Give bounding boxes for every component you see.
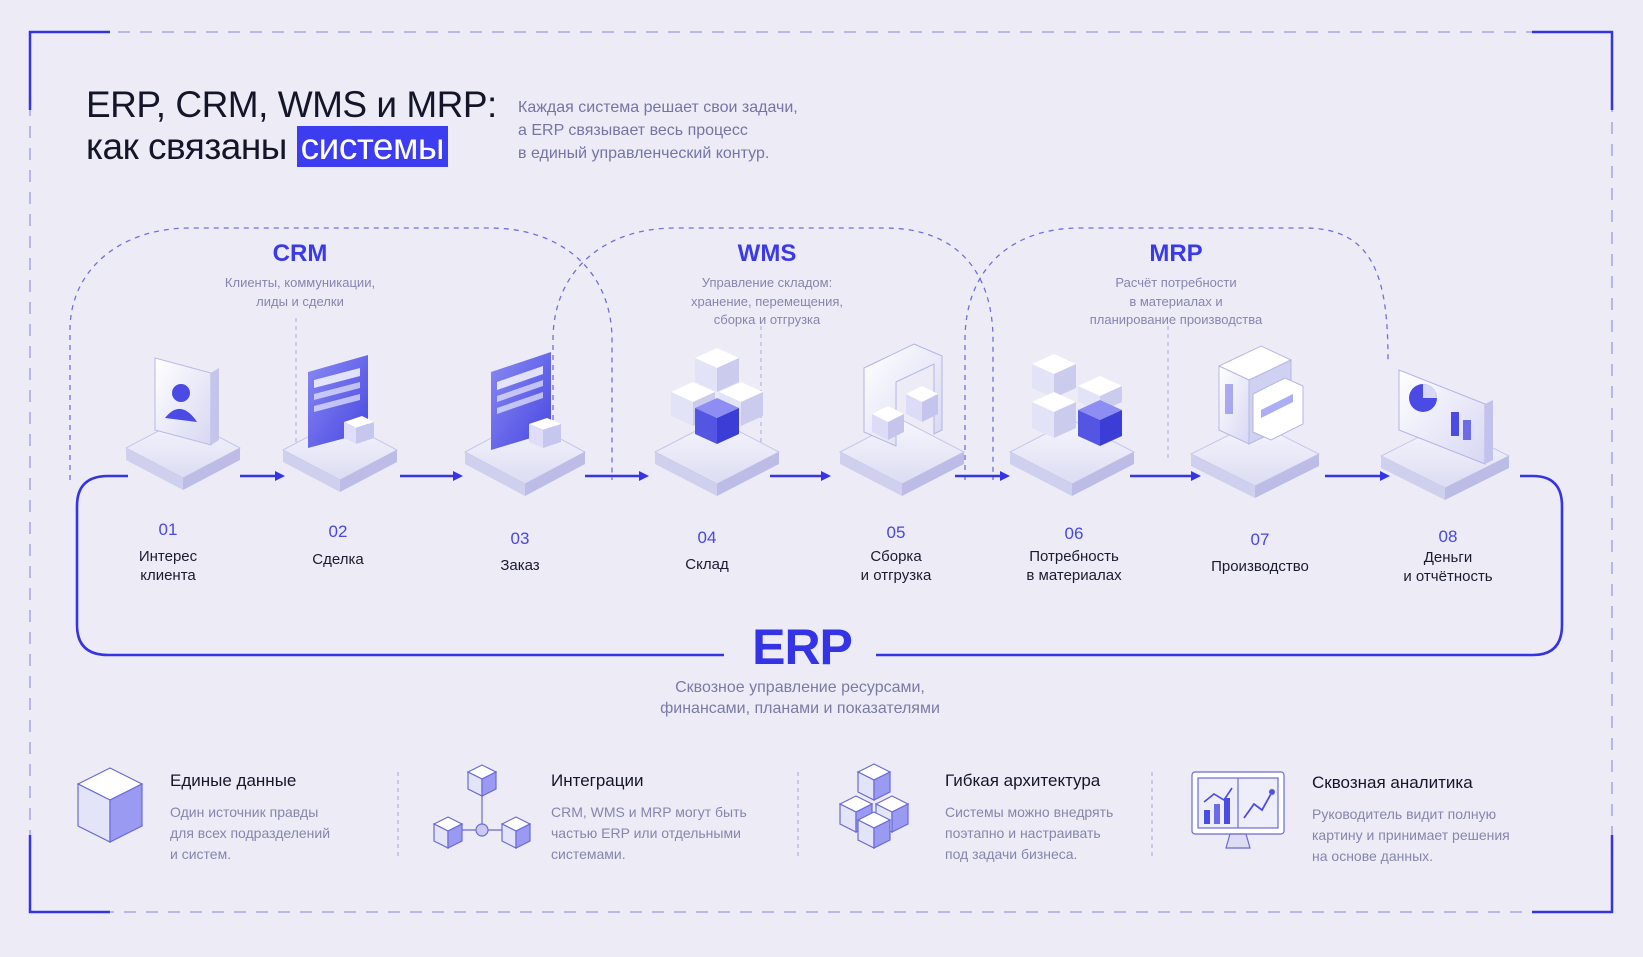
zone-desc-line: сборка и отгрузка [713,312,821,327]
zone-desc-mrp: Расчёт потребности в материалах и планир… [1066,274,1286,330]
step-label-line: Сборка [870,548,922,565]
feature-desc-line: поэтапно и настраивать [945,825,1101,841]
feature-desc-line: Руководитель видит полную [1312,806,1497,822]
step-label: Сделка [253,550,423,569]
integration-network-icon [432,764,532,849]
feature-title: Интеграции [551,771,644,790]
assembly-shipping-icon [838,343,966,496]
client-card-icon [124,357,242,490]
mrp-zone-boundary [964,227,1389,480]
feature-desc: Руководитель видит полную картину и прин… [1312,804,1562,867]
step-label-line: Производство [1211,558,1309,575]
wms-zone-boundary [552,227,994,480]
zone-desc-line: планирование производства [1089,312,1263,327]
factory-icon [1189,345,1321,498]
step-label: Потребность в материалах [989,547,1159,585]
feature-desc-line: Системы можно внедрять [945,804,1114,820]
title-prefix: как связаны [86,126,287,167]
zone-desc-line: в материалах и [1129,293,1223,309]
step-label-line: Заказ [500,557,540,574]
zone-desc-line: Клиенты, коммуникации, [224,275,376,290]
erp-title: ERP [752,619,853,675]
step-label-line: и отчётность [1403,568,1493,585]
feature-title: Гибкая архитектура [945,771,1101,790]
zone-desc-wms: Управление складом: хранение, перемещени… [657,274,877,330]
feature-dividers [397,772,1153,858]
zone-title-crm: CRM [272,240,328,267]
step-number: 07 [1250,530,1270,549]
step-number: 01 [158,520,178,539]
subtitle-line: а ERP связывает весь процесс [518,122,748,139]
feature-desc-line: системами. [551,846,626,862]
step-label: Интерес клиента [83,547,253,585]
step-label-line: клиента [140,567,196,584]
step-number: 02 [328,522,348,541]
feature-desc-line: под задачи бизнеса. [945,846,1078,862]
zone-desc-line: хранение, перемещения, [690,293,844,309]
zone-title-wms: WMS [737,240,797,267]
zone-desc-line: Расчёт потребности [1115,275,1237,290]
subtitle-line: Каждая система решает свои задачи, [518,99,798,116]
step-label: Склад [622,555,792,574]
erp-flow-loop [75,474,1564,657]
stacked-cubes-icon [838,763,910,849]
step-label: Сборка и отгрузка [811,547,981,585]
analytics-monitor-icon [1191,771,1285,849]
materials-cubes-icon [1008,354,1136,496]
feature-desc: Системы можно внедрять поэтапно и настра… [945,802,1175,865]
feature-desc-line: картину и принимает решения [1312,827,1510,843]
zone-desc-line: лиды и сделки [256,293,344,309]
step-label-line: Потребность [1029,548,1119,565]
warehouse-cubes-icon [653,348,781,496]
zone-desc-crm: Клиенты, коммуникации, лиды и сделки [190,274,410,311]
feature-title: Сквозная аналитика [1312,773,1473,792]
step-label: Деньги и отчётность [1363,548,1533,586]
finance-report-icon [1379,369,1511,500]
erp-desc-line: Сквозное управление ресурсами, [675,679,925,696]
feature-unified-data: Единые данные Один источник правды для в… [170,771,400,865]
zone-arches [69,227,1389,480]
step-label: Заказ [435,556,605,575]
step-label-line: в материалах [1026,567,1122,584]
erp-description: Сквозное управление ресурсами, финансами… [600,677,1000,719]
feature-flexible-architecture: Гибкая архитектура Системы можно внедрят… [945,771,1175,865]
step-number: 03 [510,529,530,548]
step-number: 08 [1438,527,1458,546]
zone-title-mrp: MRP [1149,240,1203,267]
feature-desc-line: Один источник правды [170,804,319,820]
page-title: ERP, CRM, WMS и MRP: как связаны системы [86,84,497,168]
step-label: Производство [1175,557,1345,576]
title-line-2: как связаны системы [86,126,497,168]
subtitle-line: в единый управленческий контур. [518,145,770,162]
step-label-line: Деньги [1423,549,1473,566]
step-label-line: Склад [685,556,729,573]
feature-desc-line: для всех подразделений [170,825,331,841]
step-number: 06 [1064,524,1084,543]
zone-desc-line: Управление складом: [701,275,833,290]
title-line-1: ERP, CRM, WMS и MRP: [86,84,497,125]
title-highlight: системы [296,126,448,167]
page-subtitle: Каждая система решает свои задачи, а ERP… [518,96,858,165]
step-number: 05 [886,523,906,542]
erp-desc-line: финансами, планами и показателями [660,700,940,717]
feature-title: Единые данные [170,771,297,790]
feature-desc: CRM, WMS и MRP могут быть частью ERP или… [551,802,781,865]
deal-document-icon [281,355,399,492]
step-label-line: Сделка [312,551,364,568]
step-number: 04 [697,528,717,547]
feature-integrations: Интеграции CRM, WMS и MRP могут быть час… [551,771,781,865]
feature-desc-line: частью ERP или отдельными [551,825,741,841]
feature-desc-line: на основе данных. [1312,848,1434,864]
crm-zone-boundary [69,227,613,480]
order-document-icon [463,352,587,496]
feature-desc: Один источник правды для всех подразделе… [170,802,400,865]
outer-frame [28,30,1614,914]
feature-desc-line: CRM, WMS и MRP могут быть [551,804,747,820]
step-label-line: Интерес [138,548,198,565]
single-cube-icon [76,767,144,843]
step-label-line: и отгрузка [860,567,932,584]
feature-end-to-end-analytics: Сквозная аналитика Руководитель видит по… [1312,773,1562,867]
feature-desc-line: и систем. [170,846,232,862]
